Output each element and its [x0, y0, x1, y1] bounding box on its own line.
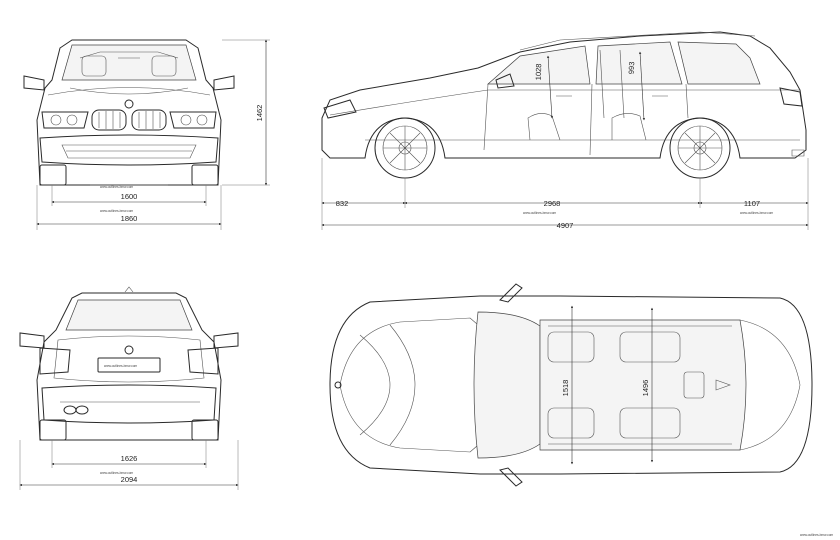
front-dimension-lines	[36, 39, 270, 230]
side-dim-watermark-2: www.outlines-bmw.com	[740, 211, 773, 215]
rear-dim-watermark: www.outlines-bmw.com	[100, 471, 133, 475]
front-interior-width-label: 1518	[561, 380, 570, 397]
width-with-mirrors-label: 2094	[121, 475, 138, 484]
front-view-watermark: www.outlines-bmw.com	[100, 185, 133, 189]
rear-overhang-label: 1107	[744, 199, 760, 208]
rear-interior-width-label: 1496	[641, 380, 650, 397]
front-dim-watermark: www.outlines-bmw.com	[100, 209, 133, 213]
rear-track-width-label: 1626	[121, 454, 138, 463]
front-height-label: 1462	[255, 105, 264, 122]
rear-view-drawing: www.outlines-bmw.com	[19, 286, 239, 441]
rear-headroom-label: 993	[627, 62, 636, 75]
top-view-drawing	[329, 283, 813, 487]
front-view-drawing: www.outlines-bmw.com	[23, 39, 235, 189]
wheelbase-label: 2968	[544, 199, 561, 208]
front-track-width-label: 1600	[121, 192, 138, 201]
side-view-drawing	[321, 31, 807, 179]
corner-watermark: www.outlines-bmw.com	[800, 533, 833, 537]
overall-length-label: 4907	[557, 221, 574, 230]
front-headroom-label: 1028	[534, 63, 544, 80]
rear-dimension-lines	[19, 440, 239, 490]
rear-plate-watermark: www.outlines-bmw.com	[104, 364, 137, 368]
side-dimension-lines	[321, 158, 809, 230]
front-overhang-label: 832	[336, 199, 349, 208]
front-overall-width-label: 1860	[121, 214, 138, 223]
side-dim-watermark: www.outlines-bmw.com	[523, 211, 556, 215]
